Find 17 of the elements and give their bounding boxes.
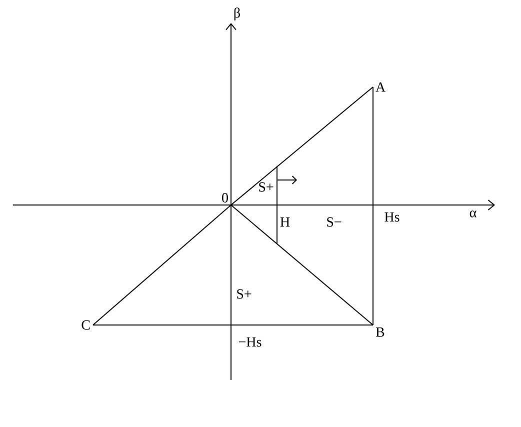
region-label: Hs bbox=[384, 212, 400, 222]
point-label: A bbox=[376, 82, 386, 92]
region-label: −Hs bbox=[238, 337, 262, 347]
axis-label: β bbox=[234, 8, 240, 20]
point-label: 0 bbox=[222, 193, 228, 202]
region-label: H bbox=[280, 217, 290, 227]
point-label: B bbox=[376, 327, 384, 337]
line-segment bbox=[230, 86, 374, 206]
line-segment bbox=[230, 204, 374, 326]
region-label: S+ bbox=[259, 182, 274, 192]
region-label: S+ bbox=[237, 289, 252, 299]
point-label: C bbox=[82, 320, 90, 330]
axis-label: α bbox=[470, 210, 476, 218]
line-segment bbox=[372, 86, 374, 326]
line-segment bbox=[92, 324, 374, 326]
region-label: S− bbox=[327, 217, 342, 227]
line-segment bbox=[92, 204, 232, 326]
